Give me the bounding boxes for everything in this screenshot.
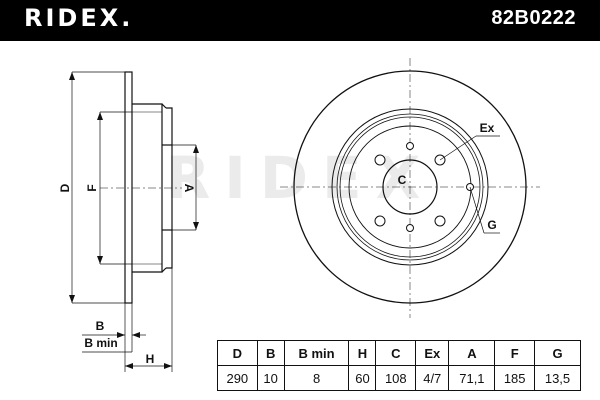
spec-header-row: D B B min H C Ex A F G (217, 340, 581, 366)
spec-value-row: 290 10 8 60 108 4/7 71,1 185 13,5 (217, 365, 581, 391)
hub-pin-hole (406, 142, 414, 150)
spec-value-cell: 185 (494, 365, 535, 391)
label-F: F (85, 184, 99, 191)
spec-value-cell: 108 (375, 365, 417, 391)
label-C: C (398, 173, 407, 187)
brand-logo: RIDEX. (24, 4, 134, 32)
spec-header-cell: F (494, 340, 535, 366)
hat-chamfer-bottom (161, 267, 167, 273)
leader-Ex (439, 135, 477, 161)
spec-value-cell: 60 (348, 365, 377, 391)
disc-friction-ring (124, 71, 133, 304)
bolt-holes (374, 142, 474, 232)
disc-hat (132, 103, 163, 273)
label-B-min: B min (84, 336, 117, 350)
bolt-hole (434, 215, 446, 227)
leader-G (469, 186, 485, 234)
label-B: B (96, 319, 105, 333)
spec-header-cell: Ex (415, 340, 450, 366)
watermark: RIDEX (166, 144, 435, 212)
label-D: D (58, 183, 72, 192)
spec-value-cell: 71,1 (448, 365, 496, 391)
spec-header-cell: H (348, 340, 377, 366)
hub-pin-hole (406, 224, 414, 232)
label-A: A (182, 184, 196, 193)
bolt-hole (374, 154, 386, 166)
spec-header-cell: D (217, 340, 258, 366)
spec-value-cell: 8 (283, 365, 350, 391)
spec-header-cell: G (534, 340, 581, 366)
header-bar: RIDEX. 82B0222 (0, 0, 600, 41)
label-H: H (146, 352, 155, 366)
spec-value-cell: 13,5 (534, 365, 581, 391)
label-G: G (487, 218, 496, 232)
dimension-lines (71, 71, 197, 372)
spec-header-cell: B (256, 340, 285, 366)
spec-value-cell: 4/7 (415, 365, 450, 391)
specification-table: D B B min H C Ex A F G 290 10 8 60 108 4… (217, 340, 581, 391)
part-number: 82B0222 (491, 7, 576, 29)
spec-header-cell: C (375, 340, 417, 366)
label-Ex: Ex (480, 121, 495, 135)
spec-value-cell: 10 (256, 365, 285, 391)
spec-header-cell: B min (283, 340, 350, 366)
spec-value-cell: 290 (217, 365, 258, 391)
front-leaders (439, 135, 500, 234)
hat-chamfer-top (161, 103, 167, 109)
spec-header-cell: A (448, 340, 496, 366)
arrow-heads (69, 72, 199, 369)
bolt-hole (374, 215, 386, 227)
